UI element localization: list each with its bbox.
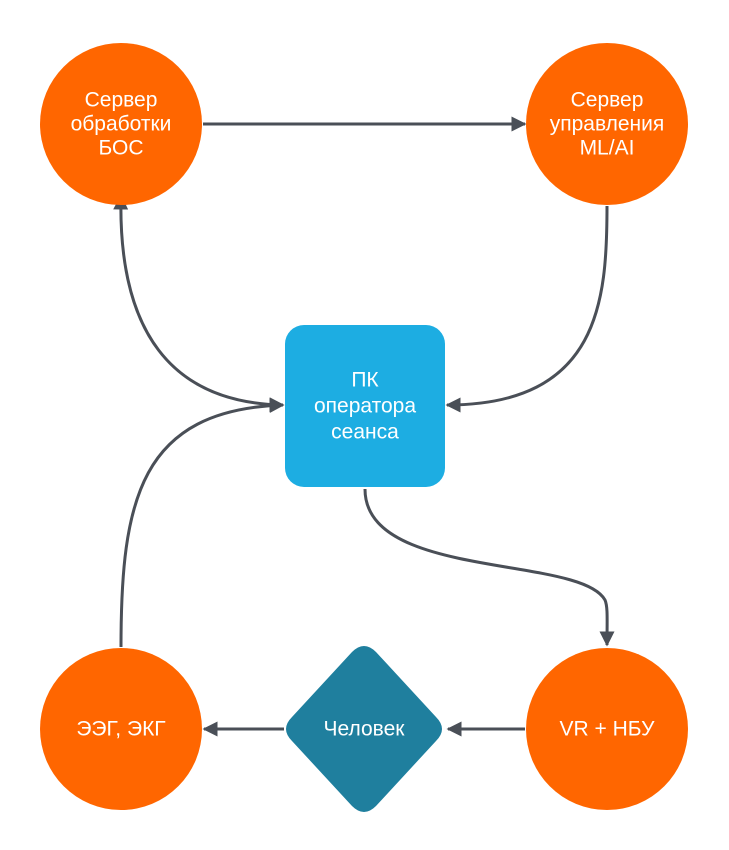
operator-pc-line-2: оператора [314,395,416,418]
operator-pc-line-3: сеанса [331,421,399,444]
bos-server-line-2: обработки [71,113,172,136]
node-eeg-ecg[interactable]: ЭЭГ, ЭКГ [40,648,202,810]
edge-operator-bos-bidirectional[interactable] [113,194,285,413]
eeg-ecg-label: ЭЭГ, ЭКГ [76,718,165,741]
ml-server-line-2: управления [550,113,665,136]
vr-nbu-label: VR + НБУ [560,718,656,741]
bos-server-line-1: Сервер [85,89,158,112]
human-label: Человек [324,718,406,741]
bos-server-line-3: БОС [98,137,143,160]
edge-eeg-to-operator[interactable] [119,397,285,648]
edge-operator-to-vr[interactable] [363,488,615,647]
ml-server-line-3: ML/AI [580,137,635,160]
ml-server-line-1: Сервер [571,89,644,112]
edge-ml-to-operator[interactable] [445,205,609,413]
operator-pc-line-1: ПК [351,369,379,392]
node-operator-pc[interactable]: ПК оператора сеанса [285,325,445,487]
node-ml-server[interactable]: Сервер управления ML/AI [526,43,688,205]
node-human[interactable]: Человек [286,646,442,812]
node-bos-server[interactable]: Сервер обработки БОС [40,43,202,205]
connectors [113,116,615,737]
node-vr-nbu[interactable]: VR + НБУ [526,648,688,810]
